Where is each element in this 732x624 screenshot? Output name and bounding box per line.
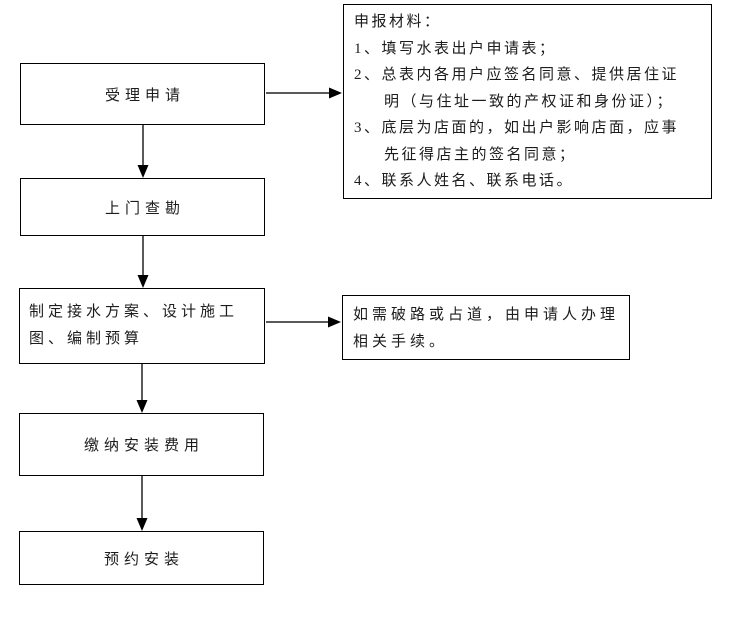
node-book: 预约安装 [19,531,264,585]
arrow-apply-to-survey [137,125,149,178]
materials-line-item2: 2、总表内各用户应签名同意、提供居住证 [354,67,680,83]
materials-line-item1: 1、填写水表出户申请表； [354,40,557,57]
materials-line-item3-cont: 先征得店主的签名同意； [384,146,577,163]
materials-line-item3: 3、底层为店面的，如出户影响店面，应事 [354,120,680,136]
node-pay-label: 缴纳安装费用 [83,438,204,454]
node-apply: 受理申请 [20,63,265,125]
materials-line-item2-cont: 明（与住址一致的产权证和身份证）； [384,93,675,110]
node-plan-line-2: 图、编制预算 [29,331,144,347]
arrow-plan-to-road [266,316,341,328]
materials-line-item4: 4、联系人姓名、联系电话。 [354,173,575,189]
arrow-apply-to-materials [266,87,342,99]
node-pay: 缴纳安装费用 [19,413,264,476]
node-plan-line-1: 制定接水方案、设计施工 [29,304,239,320]
node-survey: 上门查勘 [20,178,265,236]
road-line-1: 如需破路或占道，由申请人办理 [353,307,620,323]
node-survey-label: 上门查勘 [104,200,185,217]
materials-line-title: 申报材料： [354,14,442,30]
node-plan: 制定接水方案、设计施工 图、编制预算 [19,288,265,364]
arrow-survey-to-plan [137,236,149,288]
arrow-plan-to-pay [136,364,148,413]
node-book-label: 预约安装 [103,551,184,568]
arrow-pay-to-book [136,476,148,531]
note-road: 如需破路或占道，由申请人办理 相关手续。 [342,295,630,360]
node-apply-label: 受理申请 [104,87,185,104]
road-line-2: 相关手续。 [353,334,449,350]
note-materials: 申报材料： 1、填写水表出户申请表； 2、总表内各用户应签名同意、提供居住证 明… [343,4,712,199]
